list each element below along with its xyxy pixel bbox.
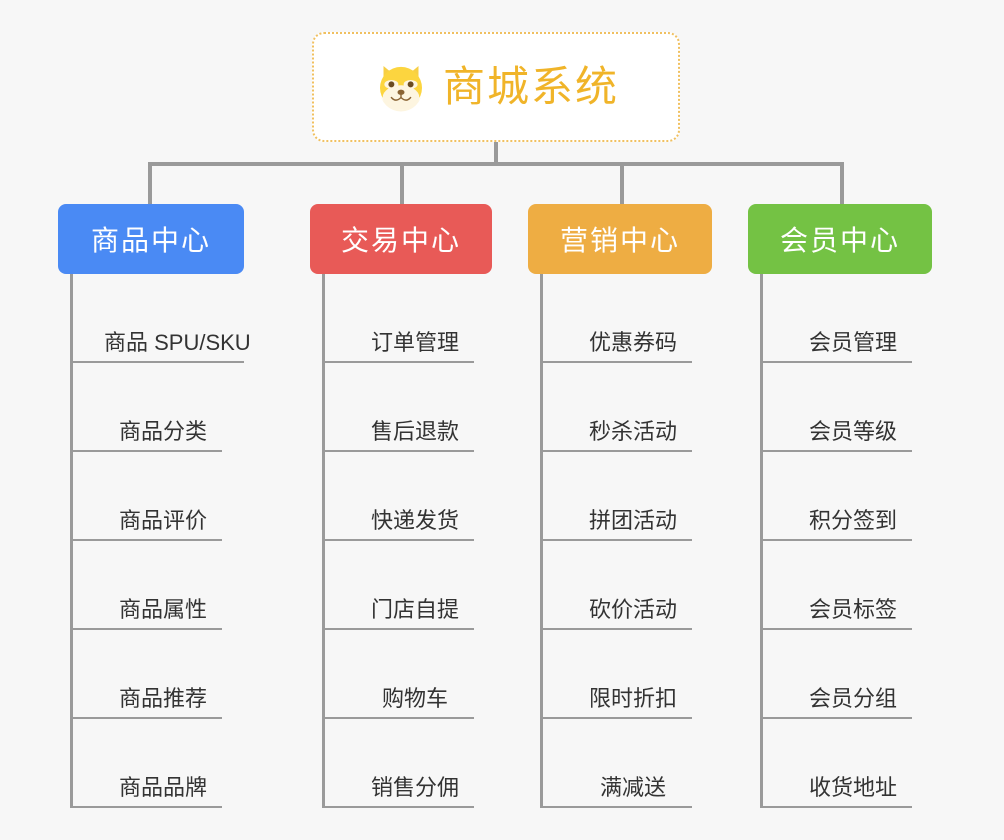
category-label: 交易中心 <box>340 225 461 256</box>
leaf-label: 秒杀活动 <box>574 419 692 452</box>
dog-face-icon <box>379 66 422 112</box>
root-node[interactable]: 商城系统 <box>312 32 680 142</box>
branch-column-trade: 交易中心 订单管理 售后退款 快递发货 门店自提 购物车 销售分佣 <box>310 204 492 808</box>
leaf-item[interactable]: 商品评价 <box>70 452 244 541</box>
leaf-label: 商品分类 <box>104 419 222 452</box>
leaf-item[interactable]: 优惠券码 <box>540 274 712 363</box>
leaf-list-product: 商品 SPU/SKU 商品分类 商品评价 商品属性 商品推荐 商品品牌 <box>70 274 251 808</box>
leaf-item[interactable]: 商品分类 <box>70 363 244 452</box>
leaf-label: 商品属性 <box>104 597 222 630</box>
leaf-label: 商品评价 <box>104 508 222 541</box>
leaf-item[interactable]: 售后退款 <box>322 363 492 452</box>
leaf-label: 订单管理 <box>356 330 474 363</box>
leaf-label: 门店自提 <box>356 597 474 630</box>
leaf-item[interactable]: 积分签到 <box>760 452 932 541</box>
branch-trunk-line <box>322 274 325 808</box>
leaf-item[interactable]: 购物车 <box>322 630 492 719</box>
leaf-item[interactable]: 销售分佣 <box>322 719 492 808</box>
category-header-member[interactable]: 会员中心 <box>748 204 932 274</box>
leaf-label: 商品推荐 <box>104 686 222 719</box>
connector-drop-branch-1 <box>148 162 152 204</box>
leaf-item[interactable]: 会员等级 <box>760 363 932 452</box>
leaf-label: 销售分佣 <box>356 775 474 808</box>
leaf-item[interactable]: 快递发货 <box>322 452 492 541</box>
leaf-label: 积分签到 <box>794 508 912 541</box>
root-title: 商城系统 <box>442 63 619 110</box>
leaf-label: 会员等级 <box>794 419 912 452</box>
leaf-label: 购物车 <box>356 686 474 719</box>
branch-column-member: 会员中心 会员管理 会员等级 积分签到 会员标签 会员分组 收货地址 <box>748 204 932 808</box>
leaf-item[interactable]: 秒杀活动 <box>540 363 712 452</box>
branch-trunk-line <box>760 274 763 808</box>
leaf-item[interactable]: 拼团活动 <box>540 452 712 541</box>
leaf-item[interactable]: 会员标签 <box>760 541 932 630</box>
leaf-list-marketing: 优惠券码 秒杀活动 拼团活动 砍价活动 限时折扣 满减送 <box>540 274 712 808</box>
leaf-item[interactable]: 商品推荐 <box>70 630 244 719</box>
category-label: 商品中心 <box>90 225 211 256</box>
leaf-label: 会员分组 <box>794 686 912 719</box>
category-label: 营销中心 <box>559 225 680 256</box>
leaf-label: 商品 SPU/SKU <box>104 330 251 363</box>
leaf-label: 优惠券码 <box>574 330 692 363</box>
leaf-label: 拼团活动 <box>574 508 692 541</box>
leaf-item[interactable]: 商品 SPU/SKU <box>70 274 251 363</box>
branch-trunk-line <box>70 274 73 808</box>
leaf-item[interactable]: 订单管理 <box>322 274 492 363</box>
leaf-item[interactable]: 会员管理 <box>760 274 932 363</box>
leaf-item[interactable]: 商品品牌 <box>70 719 244 808</box>
leaf-item[interactable]: 砍价活动 <box>540 541 712 630</box>
leaf-item[interactable]: 门店自提 <box>322 541 492 630</box>
category-header-trade[interactable]: 交易中心 <box>310 204 492 274</box>
leaf-item[interactable]: 限时折扣 <box>540 630 712 719</box>
branch-trunk-line <box>540 274 543 808</box>
leaf-list-trade: 订单管理 售后退款 快递发货 门店自提 购物车 销售分佣 <box>322 274 492 808</box>
branch-column-marketing: 营销中心 优惠券码 秒杀活动 拼团活动 砍价活动 限时折扣 满减送 <box>528 204 712 808</box>
leaf-label: 满减送 <box>574 775 692 808</box>
leaf-label: 收货地址 <box>794 775 912 808</box>
category-label: 会员中心 <box>779 225 900 256</box>
connector-drop-branch-4 <box>840 162 844 204</box>
category-header-product[interactable]: 商品中心 <box>58 204 244 274</box>
leaf-label: 快递发货 <box>356 508 474 541</box>
connector-drop-branch-2 <box>400 162 404 204</box>
leaf-label: 砍价活动 <box>574 597 692 630</box>
connector-drop-branch-3 <box>620 162 624 204</box>
leaf-label: 商品品牌 <box>104 775 222 808</box>
leaf-item[interactable]: 会员分组 <box>760 630 932 719</box>
connector-horizontal-bus <box>148 162 844 166</box>
branch-column-product: 商品中心 商品 SPU/SKU 商品分类 商品评价 商品属性 商品推荐 商品品牌 <box>58 204 251 808</box>
leaf-list-member: 会员管理 会员等级 积分签到 会员标签 会员分组 收货地址 <box>760 274 932 808</box>
leaf-item[interactable]: 收货地址 <box>760 719 932 808</box>
leaf-label: 会员标签 <box>794 597 912 630</box>
leaf-item[interactable]: 商品属性 <box>70 541 244 630</box>
leaf-label: 会员管理 <box>794 330 912 363</box>
category-header-marketing[interactable]: 营销中心 <box>528 204 712 274</box>
leaf-label: 售后退款 <box>356 419 474 452</box>
leaf-label: 限时折扣 <box>574 686 692 719</box>
leaf-item[interactable]: 满减送 <box>540 719 712 808</box>
connector-root-drop <box>494 142 498 164</box>
